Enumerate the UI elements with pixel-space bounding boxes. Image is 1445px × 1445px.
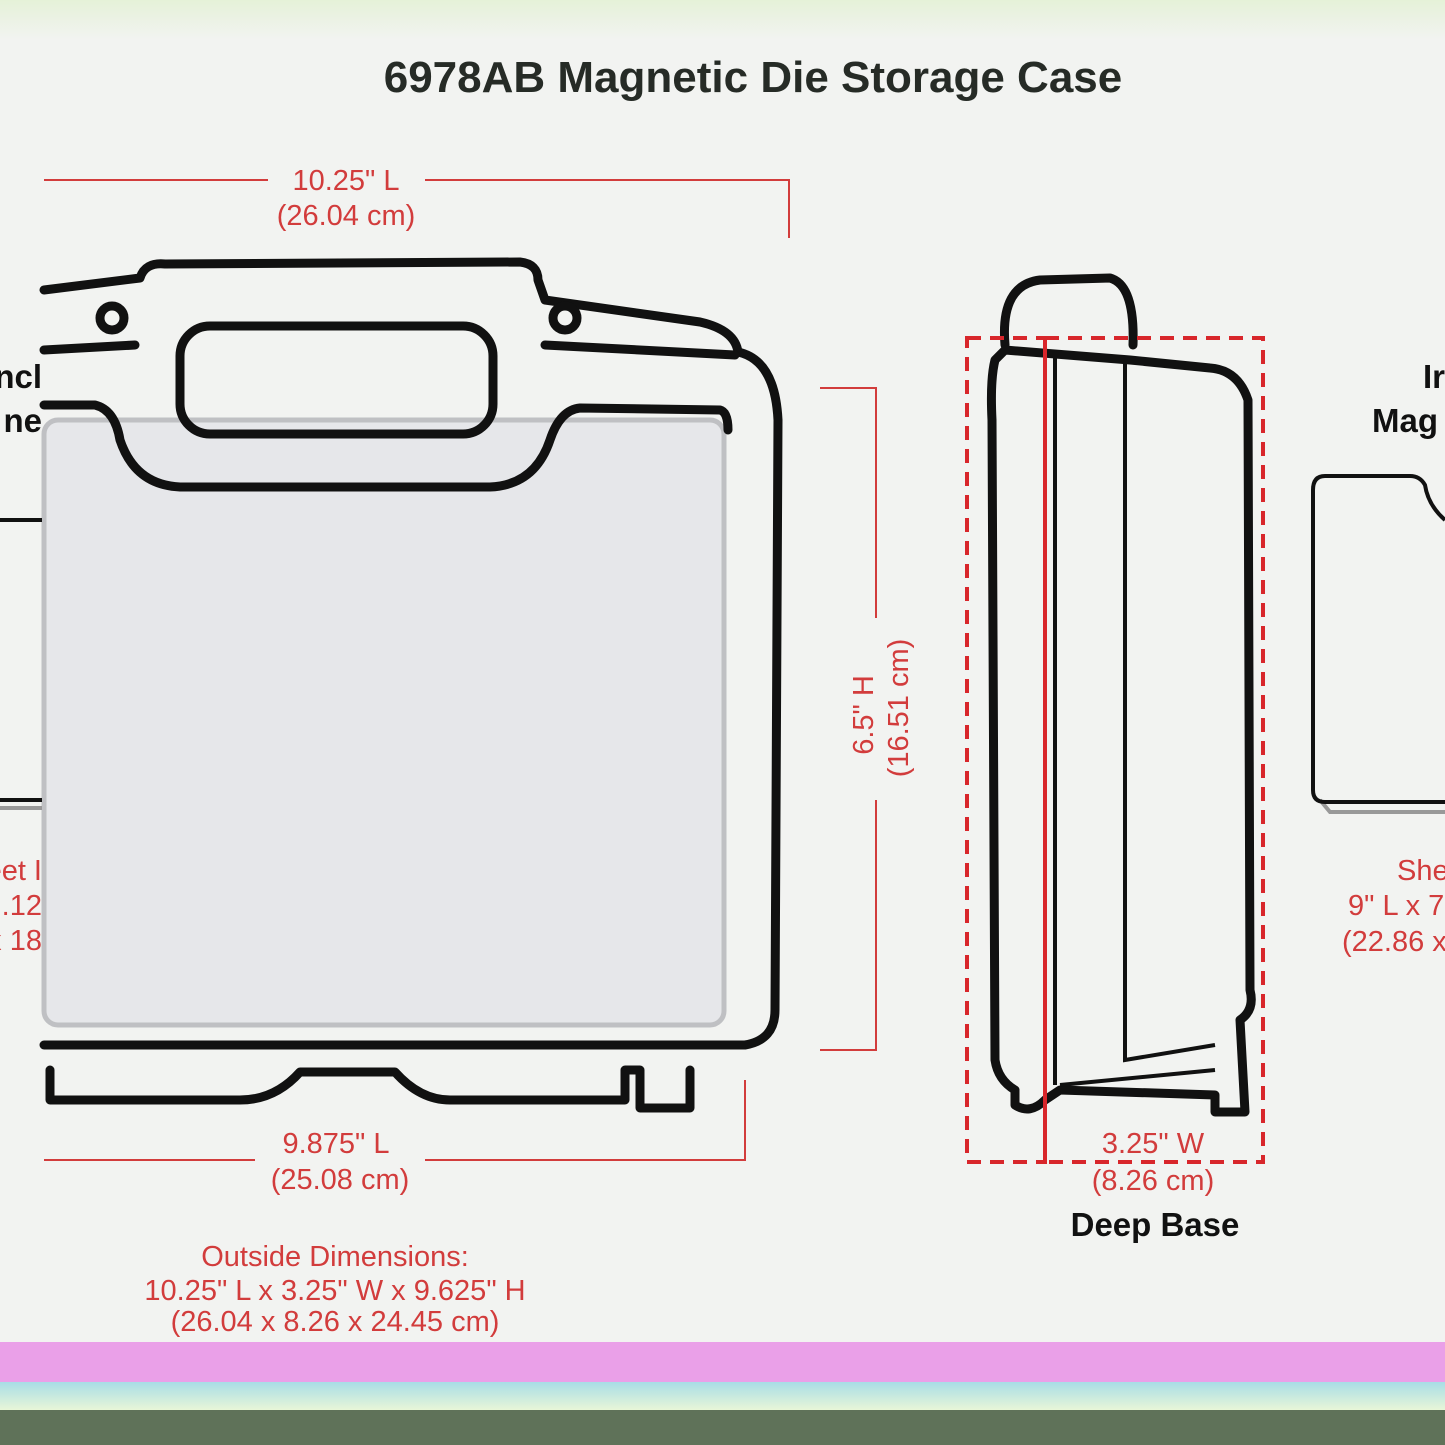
cyan-band: [0, 1382, 1445, 1410]
top-length-cm-label: (26.04 cm): [277, 200, 416, 232]
bottom-length-dimension: 9.875" L (25.08 cm): [44, 1080, 746, 1196]
top-length-dimension: 10.25" L (26.04 cm): [44, 165, 790, 238]
right-magnetic-sheet-partial: Ir Mag She 9" L x 7 (22.86 x: [1311, 358, 1445, 958]
outside-dimensions-heading: Outside Dimensions:: [201, 1241, 469, 1273]
left-magnetic-sheet-partial: ncl ne eet I .12 x 18: [0, 358, 42, 957]
right-sheet-label-2: Mag: [1372, 402, 1438, 439]
top-length-label: 10.25" L: [292, 165, 399, 197]
outside-dimensions: Outside Dimensions: 10.25" L x 3.25" W x…: [144, 1241, 525, 1338]
case-handle: [175, 321, 498, 439]
height-label: 6.5" H: [848, 675, 880, 755]
left-sheet-label-2: ne: [3, 402, 42, 439]
bottom-length-cm-label: (25.08 cm): [271, 1164, 410, 1196]
width-cm-label: (8.26 cm): [1092, 1165, 1214, 1197]
deep-base-label: Deep Base: [1071, 1206, 1240, 1243]
right-sheet-label-1: Ir: [1423, 358, 1445, 395]
outside-dimensions-cm: (26.04 x 8.26 x 24.45 cm): [171, 1306, 500, 1338]
dark-band: [0, 1410, 1445, 1445]
outside-dimensions-inches: 10.25" L x 3.25" W x 9.625" H: [144, 1275, 525, 1307]
page-title: 6978AB Magnetic Die Storage Case: [384, 53, 1123, 102]
height-dimension: 6.5" H (16.51 cm): [820, 387, 915, 1051]
clear-lid: [41, 417, 727, 1028]
right-sheet-dim-1: She: [1397, 855, 1445, 887]
left-sheet-label-1: ncl: [0, 358, 42, 395]
pink-band: [0, 1342, 1445, 1382]
bottom-length-label: 9.875" L: [282, 1128, 389, 1160]
case-front-view: [39, 257, 783, 1113]
right-sheet-dim-3: (22.86 x: [1342, 926, 1445, 958]
left-sheet-dim-1: eet I: [0, 855, 42, 887]
right-sheet-dim-2: 9" L x 7: [1348, 890, 1444, 922]
top-band: [0, 0, 1445, 40]
left-sheet-dim-2: .12: [2, 890, 42, 922]
width-label: 3.25" W: [1102, 1128, 1205, 1160]
base-dashed-outline: [1043, 336, 1265, 1164]
height-cm-label: (16.51 cm): [883, 639, 915, 778]
case-side-view: 3.25" W (8.26 cm) Deep Base: [965, 273, 1265, 1243]
hinge-hole-left: [95, 301, 129, 335]
hinge-hole-right: [548, 301, 582, 335]
left-sheet-dim-3: x 18: [0, 925, 42, 957]
lid-dashed-outline: [965, 336, 1047, 1164]
